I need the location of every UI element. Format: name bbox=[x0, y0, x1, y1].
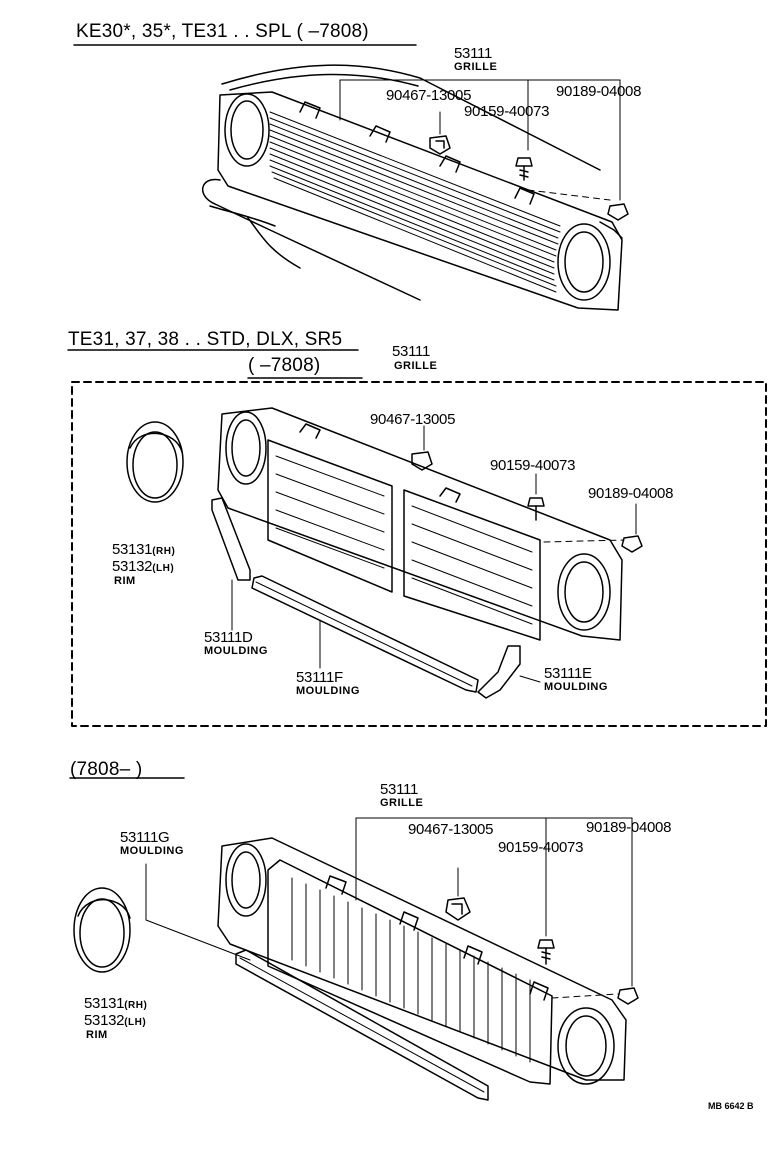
clip-90467-13005-s3 bbox=[445, 897, 471, 921]
part-53131-label: 53131(RH) bbox=[84, 995, 148, 1012]
part-53111-label: 53111 bbox=[392, 343, 430, 360]
section-3-header: (7808– ) bbox=[70, 759, 143, 780]
part-53131-label: 53131(RH) bbox=[112, 541, 176, 558]
part-53132-label: 53132(LH) bbox=[84, 1012, 147, 1029]
clip-90467-13005-s1 bbox=[429, 135, 451, 155]
footer-reference: MB 6642 B bbox=[708, 1101, 754, 1111]
part-90467-label: 90467-13005 bbox=[408, 821, 494, 838]
rim-label: RIM bbox=[114, 575, 136, 587]
screw-90159-40073-s3 bbox=[537, 939, 555, 965]
headlamp-opening-left bbox=[224, 93, 270, 167]
moulding-f-label: MOULDING bbox=[296, 685, 360, 697]
part-53111f-label: 53111F bbox=[296, 669, 343, 686]
section-2-header-range: ( –7808) bbox=[248, 355, 321, 376]
nut-90189-04008-s2 bbox=[621, 535, 643, 553]
part-53132-label: 53132(LH) bbox=[112, 558, 175, 575]
part-90467-label: 90467-13005 bbox=[370, 411, 456, 428]
moulding-d-label: MOULDING bbox=[204, 645, 268, 657]
clip-90467-13005-s2 bbox=[411, 451, 433, 471]
part-90159-label: 90159-40073 bbox=[498, 839, 584, 856]
grille-53111-7808 bbox=[217, 837, 627, 1085]
nut-90189-04008-s1 bbox=[607, 203, 629, 221]
rim-53131-s3 bbox=[73, 887, 131, 973]
screw-90159-40073-s2 bbox=[527, 497, 545, 521]
part-90189-label: 90189-04008 bbox=[556, 83, 642, 100]
moulding-g-label: MOULDING bbox=[120, 845, 184, 857]
part-90159-label: 90159-40073 bbox=[464, 103, 550, 120]
part-53111e-label: 53111E bbox=[544, 665, 592, 682]
nut-90189-04008-s3 bbox=[617, 987, 639, 1005]
part-90189-label: 90189-04008 bbox=[588, 485, 674, 502]
dashed-group-box bbox=[71, 381, 767, 727]
rim-label: RIM bbox=[86, 1029, 108, 1041]
part-53111-label: 53111 bbox=[380, 781, 418, 798]
part-53111-label: 53111 bbox=[454, 45, 492, 62]
rim-53131-s2 bbox=[126, 421, 184, 503]
moulding-53111f bbox=[251, 575, 479, 693]
car-body-outline bbox=[202, 64, 601, 301]
part-90189-label: 90189-04008 bbox=[586, 819, 672, 836]
grille-label: GRILLE bbox=[394, 360, 438, 372]
section-1-header: KE30*, 35*, TE31 . . SPL ( –7808) bbox=[76, 21, 369, 42]
grille-53111-te31 bbox=[217, 407, 623, 641]
screw-90159-40073-s1 bbox=[515, 157, 533, 181]
grille-label: GRILLE bbox=[380, 797, 424, 809]
part-90159-label: 90159-40073 bbox=[490, 457, 576, 474]
moulding-53111e bbox=[477, 645, 521, 699]
part-53111g-label: 53111G bbox=[120, 829, 170, 846]
section-2-header: TE31, 37, 38 . . STD, DLX, SR5 bbox=[68, 329, 343, 350]
headlamp-opening-right bbox=[557, 223, 611, 301]
moulding-53111g bbox=[235, 949, 489, 1101]
part-90467-label: 90467-13005 bbox=[386, 87, 472, 104]
moulding-53111d bbox=[211, 497, 251, 581]
part-53111d-label: 53111D bbox=[204, 629, 253, 646]
grille-label: GRILLE bbox=[454, 61, 498, 73]
grille-53111-ke30 bbox=[217, 91, 623, 311]
moulding-e-label: MOULDING bbox=[544, 681, 608, 693]
